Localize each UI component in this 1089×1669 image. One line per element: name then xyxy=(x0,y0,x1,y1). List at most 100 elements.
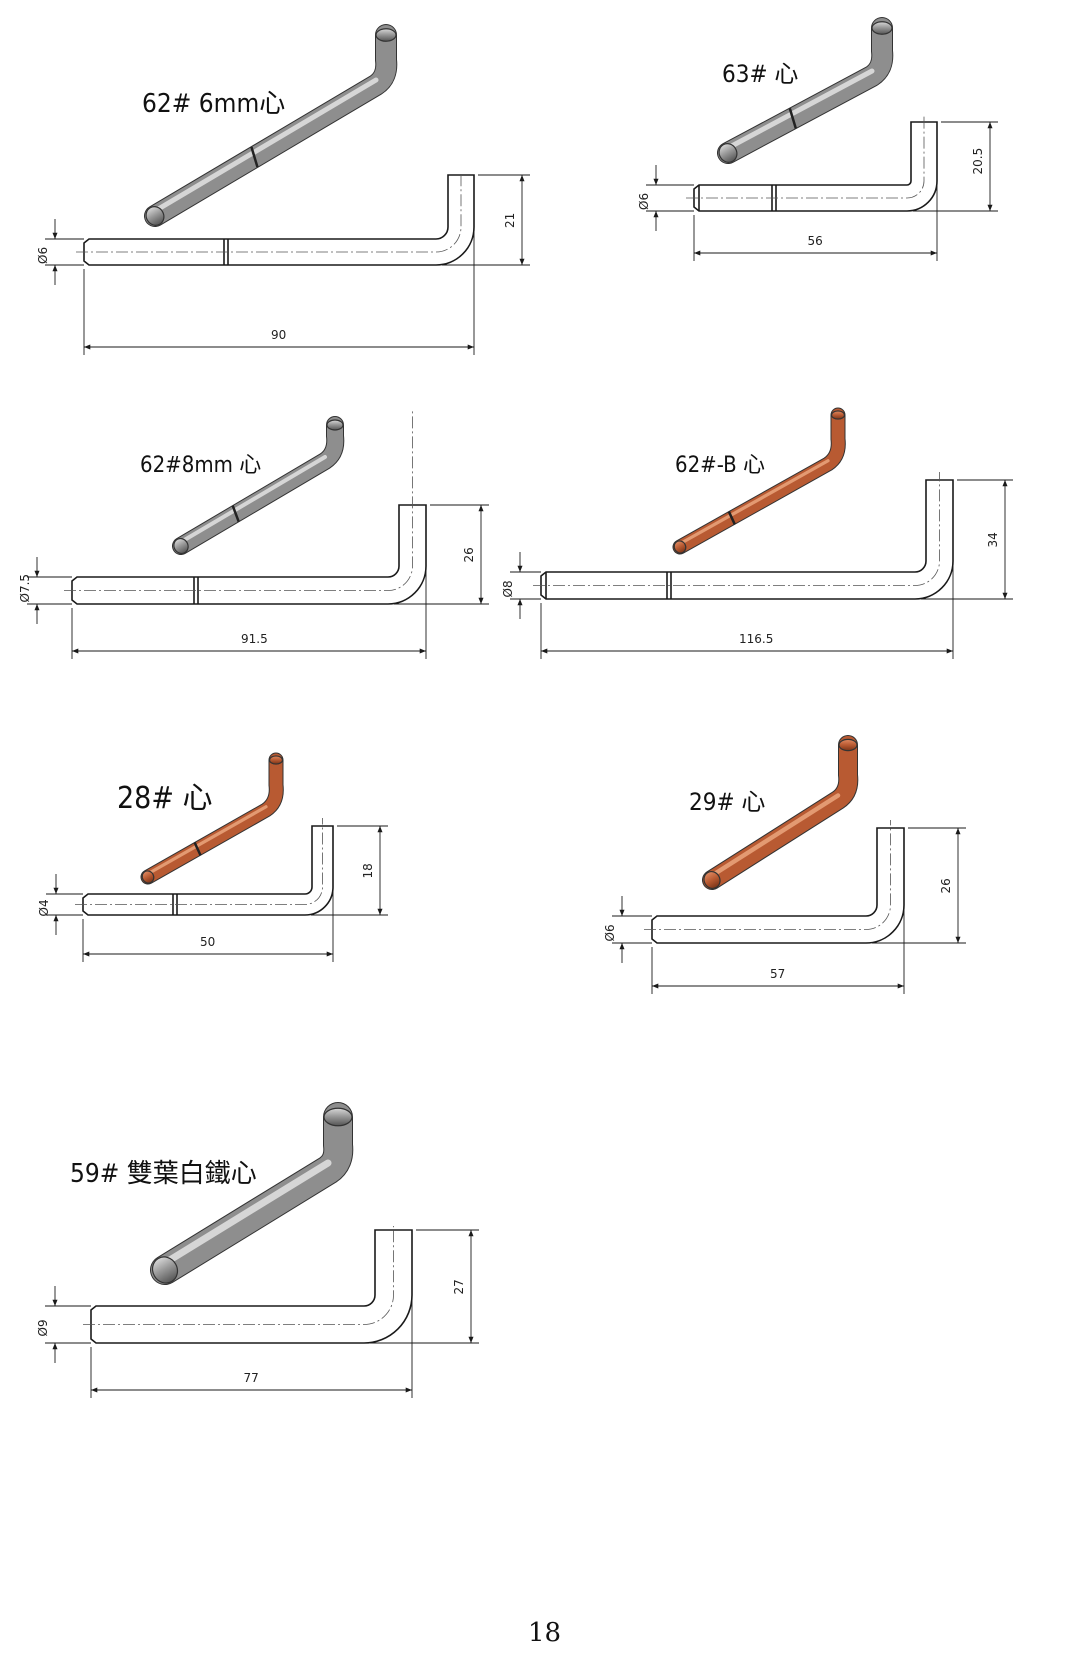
pin-groove xyxy=(231,505,240,523)
pin-highlight xyxy=(161,1159,332,1267)
height-dimension-value: 20.5 xyxy=(971,148,985,175)
part-title: 29# 心 xyxy=(689,788,765,816)
center-line xyxy=(64,410,413,591)
length-dimension-value: 90 xyxy=(271,328,286,342)
pin-body xyxy=(673,408,845,554)
part-profile-62-B xyxy=(533,472,954,600)
profile-outline xyxy=(693,121,938,212)
pin-top-cap xyxy=(268,755,284,765)
pin-top-cap xyxy=(871,21,893,35)
profile-outline xyxy=(540,479,954,600)
dimensions-62-B xyxy=(510,479,1013,659)
part-render-29 xyxy=(702,735,859,890)
part-profile-62-6mm xyxy=(76,174,475,266)
part-render-62-8mm xyxy=(172,416,345,555)
part-render-28 xyxy=(140,752,284,885)
page-number: 18 xyxy=(527,1618,562,1648)
length-dimension-value: 116.5 xyxy=(739,632,773,646)
profile-outline xyxy=(90,1229,413,1344)
part-render-62-6mm xyxy=(144,24,398,227)
dimensions-63 xyxy=(646,121,998,261)
pin-body xyxy=(703,736,858,889)
height-dimension-value: 21 xyxy=(503,213,517,228)
length-dimension-value: 50 xyxy=(200,935,215,949)
part-profile-59 xyxy=(83,1226,413,1344)
pin-top-cap xyxy=(838,738,858,752)
part-title: 62#8mm 心 xyxy=(140,453,261,478)
pin-groove xyxy=(727,510,736,525)
pin-end-cap xyxy=(141,870,155,884)
pin-body xyxy=(141,753,283,884)
pin-highlight xyxy=(146,805,268,876)
pin-end-cap xyxy=(145,206,165,226)
pin-end-cap xyxy=(673,540,687,554)
length-dimension-value: 57 xyxy=(770,967,785,981)
part-profile-29 xyxy=(644,820,905,944)
part-title: 28# 心 xyxy=(117,781,213,816)
center-line xyxy=(75,818,323,905)
height-dimension-value: 26 xyxy=(462,547,476,562)
pin-highlight xyxy=(678,459,830,546)
part-63: 63# 心 56 20.5Ø6 xyxy=(637,17,998,261)
pin-top-cap xyxy=(375,28,397,42)
dimensions-28 xyxy=(46,825,388,962)
height-dimension-value: 26 xyxy=(939,878,953,893)
pin-top-cap xyxy=(326,419,344,431)
dimensions-59 xyxy=(45,1229,479,1398)
height-dimension-value: 18 xyxy=(361,863,375,878)
diameter-dimension-value: Ø7.5 xyxy=(18,574,32,603)
pin-highlight xyxy=(709,793,841,878)
pin-body xyxy=(718,18,893,163)
pin-highlight xyxy=(179,455,327,544)
pin-body xyxy=(151,1103,353,1284)
pin-highlight xyxy=(725,68,875,151)
part-render-63 xyxy=(717,17,894,164)
diameter-dimension-value: Ø6 xyxy=(36,247,50,264)
dimensions-62-6mm xyxy=(45,174,530,355)
pin-end-cap xyxy=(173,537,189,555)
part-title: 62# 6mm心 xyxy=(142,89,285,119)
pin-end-cap xyxy=(703,871,721,889)
part-title: 59# 雙葉白鐵心 xyxy=(70,1159,257,1189)
pin-top-cap xyxy=(830,410,846,420)
length-dimension-value: 56 xyxy=(808,234,823,248)
part-title: 62#-B 心 xyxy=(675,453,765,478)
diameter-dimension-value: Ø8 xyxy=(501,580,515,597)
pin-top-cap xyxy=(323,1107,353,1127)
profile-outline xyxy=(83,174,475,266)
profile-outline xyxy=(82,825,334,916)
diameter-dimension-value: Ø6 xyxy=(603,924,617,941)
dimensions-29 xyxy=(612,827,966,994)
pin-end-cap xyxy=(151,1256,179,1284)
height-dimension-value: 27 xyxy=(452,1279,466,1294)
part-render-62-B xyxy=(672,407,846,555)
dimensions-62-8mm xyxy=(27,504,489,659)
center-line xyxy=(644,820,891,930)
pin-highlight xyxy=(152,77,379,214)
part-title: 63# 心 xyxy=(722,60,798,88)
center-line xyxy=(83,1226,394,1325)
center-line xyxy=(76,175,462,253)
part-profile-63 xyxy=(686,114,938,212)
part-profile-28 xyxy=(75,818,334,916)
profile-outline xyxy=(651,827,905,944)
length-dimension-value: 77 xyxy=(244,1371,259,1385)
diameter-dimension-value: Ø6 xyxy=(637,193,651,210)
length-dimension-value: 91.5 xyxy=(241,632,268,646)
diameter-dimension-value: Ø9 xyxy=(36,1319,50,1336)
pin-groove xyxy=(250,146,259,168)
pin-groove xyxy=(788,107,797,129)
pin-body xyxy=(145,25,397,226)
height-dimension-value: 34 xyxy=(986,532,1000,547)
pin-body xyxy=(173,417,344,554)
part-profile-62-8mm xyxy=(64,410,427,605)
pin-end-cap xyxy=(718,143,738,163)
center-line xyxy=(686,114,925,199)
